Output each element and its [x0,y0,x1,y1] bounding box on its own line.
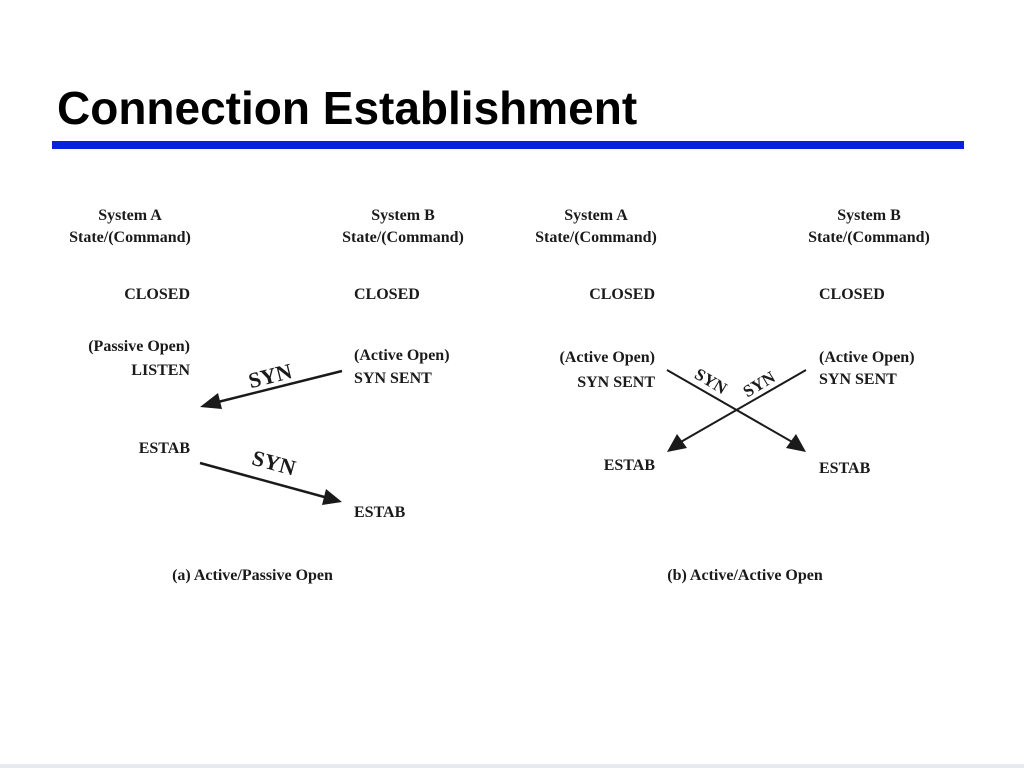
panel-a-system-b-subheader: State/(Command) [342,229,464,246]
panel-a-system-a-estab: ESTAB [138,440,190,457]
panel-a-system-b-syn-sent: SYN SENT [354,370,432,387]
panel-b-system-a-header: System A [564,207,628,224]
panel-b-system-a-command: (Active Open) [559,349,655,366]
panel-a-caption: (a) Active/Passive Open [172,567,333,584]
panel-b-system-b-estab: ESTAB [819,460,871,477]
panel-b-system-a-subheader: State/(Command) [535,229,657,246]
panel-b-syn-arrow-a-to-b: SYN [666,364,806,452]
panel-a-system-a-closed: CLOSED [124,286,190,303]
panel-a-system-a-header: System A [98,207,162,224]
panel-b-caption: (b) Active/Active Open [667,567,823,584]
panel-b-system-b-closed: CLOSED [819,286,885,303]
panel-a-system-b-header: System B [371,207,435,224]
panel-a-system-a-subheader: State/(Command) [69,229,191,246]
panel-a-system-b-command: (Active Open) [354,347,450,364]
panel-b-system-b-subheader: State/(Command) [808,229,930,246]
slide-title: Connection Establishment [57,82,638,134]
panel-a-syn-label-1: SYN [246,358,295,393]
panel-a-system-a-listen: LISTEN [131,362,190,379]
panel-b-syn-label-b-to-a: SYN [740,367,780,401]
panel-a-system-a-command: (Passive Open) [88,338,190,355]
panel-b-system-a-syn-sent: SYN SENT [577,374,655,391]
panel-a-syn-label-2: SYN [249,445,298,481]
panel-a-system-b-closed: CLOSED [354,286,420,303]
panel-b-system-a-estab: ESTAB [603,457,655,474]
panel-b-syn-arrow-b-to-a: SYN [667,367,807,452]
panel-b-syn-label-a-to-b: SYN [691,364,731,398]
panel-b-system-b-header: System B [837,207,901,224]
panel-a-syn-arrow-a-to-b: SYN [199,445,342,505]
panel-a-syn-arrow-b-to-a: SYN [200,358,343,409]
panel-a-system-b-estab: ESTAB [354,504,406,521]
slide-footer-strip [0,764,1024,768]
panel-b-system-b-syn-sent: SYN SENT [819,371,897,388]
title-underline [52,141,964,149]
panel-b-system-b-command: (Active Open) [819,349,915,366]
panel-b-system-a-closed: CLOSED [589,286,655,303]
